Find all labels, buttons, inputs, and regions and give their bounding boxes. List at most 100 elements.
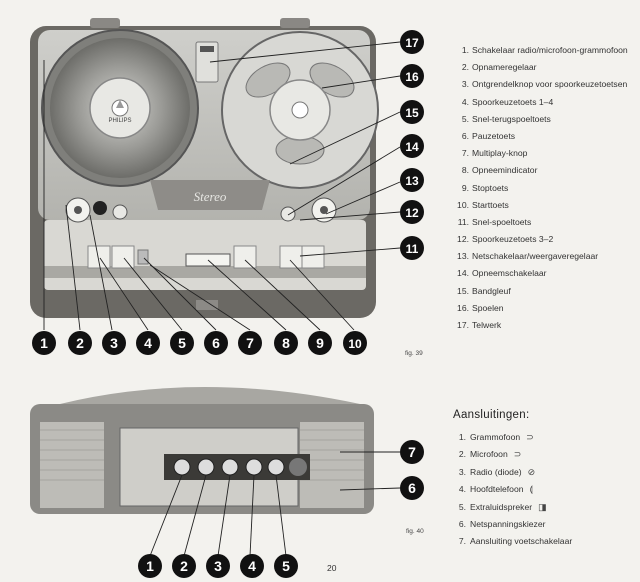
legend-number: 16. bbox=[457, 302, 469, 313]
callout-3: 3 bbox=[102, 331, 126, 355]
legend-item: 13.Netschakelaar/weergaveregelaar bbox=[456, 251, 636, 262]
page-number: 20 bbox=[327, 563, 337, 573]
fast-forward-key[interactable] bbox=[279, 245, 303, 269]
legend-text: Opnameregelaar bbox=[472, 62, 537, 73]
legend-number: 5. bbox=[461, 113, 469, 124]
legend-item: 5.Extraluidspreker◨ bbox=[456, 502, 636, 513]
rewind-key[interactable] bbox=[111, 245, 135, 269]
legend-item: 3.Ontgrendelknop voor spoorkeuzetoetsen bbox=[456, 79, 636, 90]
stop-key[interactable] bbox=[233, 245, 257, 269]
legend-text: Spoorkeuzetoets 3–2 bbox=[472, 234, 554, 245]
svg-text:14: 14 bbox=[405, 140, 419, 154]
legend-text: Hoofdtelefoon bbox=[470, 484, 524, 495]
callout-40-4: 4 bbox=[240, 554, 264, 578]
legend-number: 7. bbox=[461, 148, 469, 159]
radio-mic-switch[interactable] bbox=[93, 201, 107, 215]
track-key-1-4[interactable] bbox=[87, 245, 111, 269]
callout-40-7: 7 bbox=[400, 440, 424, 464]
legend-number: 1. bbox=[461, 45, 469, 55]
callout-16: 16 bbox=[400, 64, 424, 88]
svg-text:7: 7 bbox=[408, 444, 416, 460]
figure-40-label: fig. 40 bbox=[406, 528, 424, 535]
callout-40-1: 1 bbox=[138, 554, 162, 578]
legend-item: 1.Schakelaar radio/microfoon-grammofoon bbox=[456, 45, 636, 56]
svg-text:17: 17 bbox=[405, 36, 419, 50]
callout-12: 12 bbox=[400, 200, 424, 224]
svg-text:11: 11 bbox=[406, 242, 419, 256]
jack-footswitch[interactable] bbox=[289, 458, 307, 476]
jack-microfoon[interactable] bbox=[197, 458, 215, 476]
legend-connections: 1.Grammofoon⊃ 2.Microfoon⊃ 3.Radio (diode)… bbox=[456, 432, 636, 554]
legend-number: 2. bbox=[458, 449, 466, 460]
legend-number: 5. bbox=[458, 501, 466, 512]
callout-8: 8 bbox=[274, 331, 298, 355]
record-switch[interactable] bbox=[280, 206, 296, 222]
callout-7: 7 bbox=[238, 331, 262, 355]
svg-text:1: 1 bbox=[146, 558, 154, 574]
svg-text:6: 6 bbox=[408, 480, 416, 496]
legend-number: 13. bbox=[457, 251, 469, 262]
legend-item: 4.Spoorkeuzetoets 1–4 bbox=[456, 97, 636, 108]
svg-text:15: 15 bbox=[405, 106, 419, 120]
legend-number: 6. bbox=[458, 518, 466, 529]
right-reel bbox=[221, 31, 379, 189]
stereo-logo: Stereo bbox=[194, 189, 227, 204]
legend-text: Snel-terugspoeltoets bbox=[472, 113, 551, 124]
legend-item: 7.Multiplay-knop bbox=[456, 148, 636, 159]
legend-number: 14. bbox=[457, 268, 469, 279]
connector-symbol-icon: ⟬ bbox=[529, 484, 533, 495]
legend-item: 1.Grammofoon⊃ bbox=[456, 432, 636, 443]
legend-item: 14.Opneemschakelaar bbox=[456, 268, 636, 279]
legend-item: 6.Pauzetoets bbox=[456, 131, 636, 142]
legend-item: 15.Bandgleuf bbox=[456, 286, 636, 297]
legend-text: Spoelen bbox=[472, 302, 504, 313]
jack-radio[interactable] bbox=[221, 458, 239, 476]
legend-item: 2.Microfoon⊃ bbox=[456, 449, 636, 460]
legend-number: 8. bbox=[461, 165, 469, 176]
svg-text:12: 12 bbox=[405, 206, 419, 220]
legend-text: Pauzetoets bbox=[472, 130, 515, 141]
legend-text: Opneemindicator bbox=[472, 165, 538, 176]
callout-17: 17 bbox=[400, 30, 424, 54]
legend-text: Snel-spoeltoets bbox=[472, 216, 532, 227]
legend-item: 6.Netspanningskiezer bbox=[456, 519, 636, 530]
callout-lines bbox=[43, 41, 401, 331]
legend-item: 12.Spoorkeuzetoets 3–2 bbox=[456, 234, 636, 245]
callout-10: 10 bbox=[343, 331, 367, 355]
legend-item: 3.Radio (diode)⊘ bbox=[456, 467, 636, 478]
jack-grammofoon[interactable] bbox=[173, 458, 191, 476]
callout-40-2: 2 bbox=[172, 554, 196, 578]
connector-symbol-icon: ⊃ bbox=[513, 449, 522, 460]
callout-14: 14 bbox=[400, 134, 424, 158]
svg-text:7: 7 bbox=[246, 335, 254, 351]
connector-symbol-icon: ⊃ bbox=[526, 432, 534, 442]
track-unlock-button[interactable] bbox=[112, 204, 128, 220]
callout-40-5: 5 bbox=[274, 554, 298, 578]
legend-item: 7.Aansluiting voetschakelaar bbox=[456, 536, 636, 547]
legend-text: Multiplay-knop bbox=[472, 148, 528, 159]
callout-15: 15 bbox=[400, 100, 424, 124]
callout-11: 11 bbox=[400, 236, 424, 260]
callout-9: 9 bbox=[308, 331, 332, 355]
svg-text:16: 16 bbox=[405, 70, 419, 84]
svg-text:4: 4 bbox=[248, 558, 256, 574]
svg-text:9: 9 bbox=[316, 335, 324, 351]
legend-item: 4.Hoofdtelefoon⟬ bbox=[456, 484, 636, 495]
legend-number: 7. bbox=[458, 536, 466, 547]
svg-text:2: 2 bbox=[180, 558, 188, 574]
legend-text: Netschakelaar/weergaveregelaar bbox=[472, 251, 599, 262]
callout-6: 6 bbox=[204, 331, 228, 355]
legend-text: Bandgleuf bbox=[472, 285, 511, 296]
legend-text: Schakelaar radio/microfoon-grammofoon bbox=[472, 45, 628, 55]
svg-text:3: 3 bbox=[214, 558, 222, 574]
callout-5: 5 bbox=[170, 331, 194, 355]
svg-text:6: 6 bbox=[212, 335, 220, 351]
jack-extraluidspreker[interactable] bbox=[267, 458, 285, 476]
svg-text:1: 1 bbox=[40, 335, 48, 351]
connector-symbol-icon: ⊘ bbox=[527, 466, 536, 477]
jack-hoofdtelefoon[interactable] bbox=[245, 458, 263, 476]
callout-40-6: 6 bbox=[400, 476, 424, 500]
multiplay-knob[interactable] bbox=[137, 249, 149, 265]
track-key-3-2[interactable] bbox=[301, 245, 325, 269]
